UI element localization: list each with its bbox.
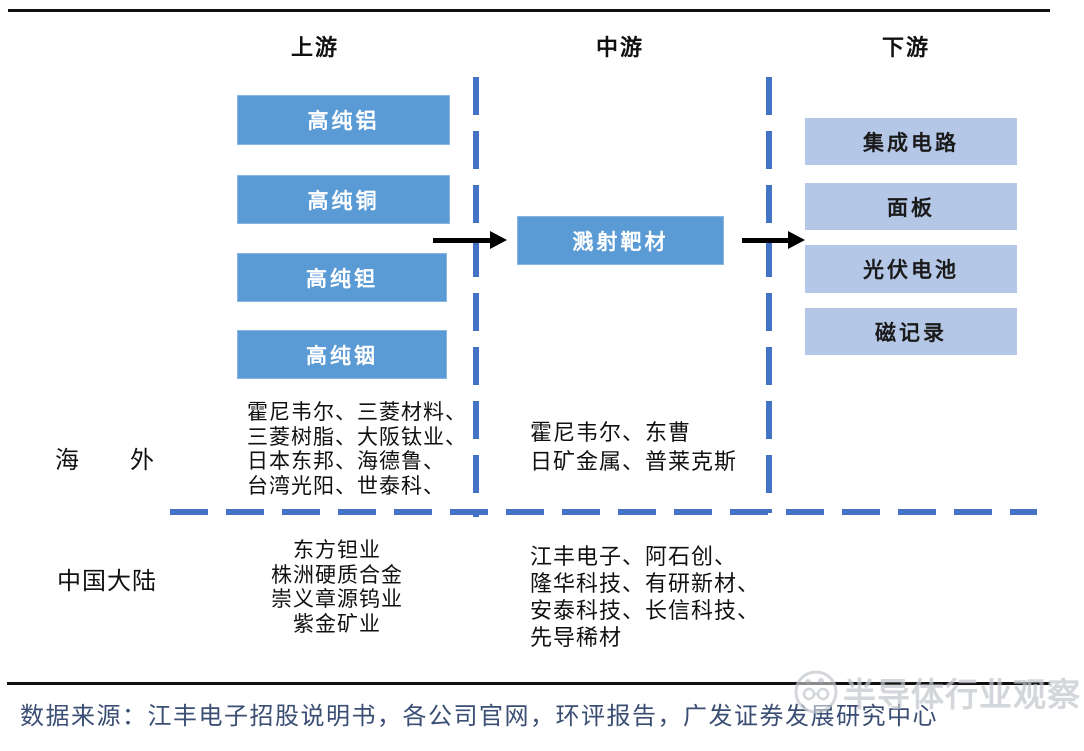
upstream-box-high-purity-tantalum: 高纯钽: [237, 253, 447, 302]
company-line: 株洲硬质合金: [271, 562, 403, 587]
midstream-box-sputtering-target: 溅射靶材: [517, 216, 724, 265]
company-line: 日本东邦、海德鲁、: [247, 449, 445, 473]
company-line: 东方钽业: [293, 538, 381, 562]
row-label-china-mainland: 中国大陆: [57, 569, 157, 595]
china-midstream-companies: 江丰电子、阿石创、 隆华科技、有研新材、 安泰科技、长信科技、 先导稀材: [530, 543, 760, 651]
column-header-midstream: 中游: [595, 35, 644, 60]
data-source-note: 数据来源：江丰电子招股说明书，各公司官网，环评报告，广发证券发展研究中心: [20, 704, 938, 730]
company-line: 崇义章源钨业: [271, 587, 403, 611]
company-line: 紫金矿业: [293, 611, 381, 636]
column-header-upstream: 上游: [290, 35, 339, 60]
company-line: 日矿金属、普莱克斯: [530, 449, 738, 474]
overseas-upstream-companies: 霍尼韦尔、三菱材料、 三菱树脂、大阪钛业、 日本东邦、海德鲁、 台湾光阳、世泰科…: [247, 400, 467, 498]
bottom-rule: [7, 682, 1050, 685]
vertical-dashed-divider-right: [766, 77, 772, 513]
downstream-box-integrated-circuit: 集成电路: [805, 118, 1017, 165]
overseas-midstream-companies: 霍尼韦尔、东曹 日矿金属、普莱克斯: [530, 418, 737, 476]
company-line: 霍尼韦尔、三菱材料、: [247, 400, 467, 424]
company-line: 安泰科技、长信科技、: [530, 598, 761, 623]
company-line: 三菱树脂、大阪钛业、: [247, 424, 467, 449]
china-upstream-companies: 东方钽业 株洲硬质合金 崇义章源钨业 紫金矿业: [247, 538, 427, 636]
downstream-box-panel: 面板: [805, 183, 1017, 230]
arrow-midstream-to-downstream: [742, 231, 805, 249]
company-line: 台湾光阳、世泰科、: [247, 473, 445, 498]
column-header-downstream: 下游: [881, 35, 930, 60]
company-line: 江丰电子、阿石创、: [530, 544, 738, 569]
downstream-box-photovoltaic-cell: 光伏电池: [805, 245, 1017, 293]
row-label-overseas: 海 外: [55, 448, 155, 474]
top-rule: [8, 9, 1050, 12]
upstream-box-high-purity-indium: 高纯铟: [237, 330, 447, 379]
arrow-upstream-to-midstream: [433, 231, 507, 249]
upstream-box-high-purity-copper: 高纯铜: [237, 175, 450, 224]
downstream-box-magnetic-recording: 磁记录: [805, 308, 1017, 355]
upstream-box-high-purity-aluminum: 高纯铝: [237, 95, 450, 145]
company-line: 霍尼韦尔、东曹: [530, 420, 692, 445]
company-line: 隆华科技、有研新材、: [530, 571, 761, 596]
company-line: 先导稀材: [530, 625, 623, 650]
horizontal-dashed-divider: [170, 509, 1037, 515]
vertical-dashed-divider-left: [473, 77, 479, 517]
